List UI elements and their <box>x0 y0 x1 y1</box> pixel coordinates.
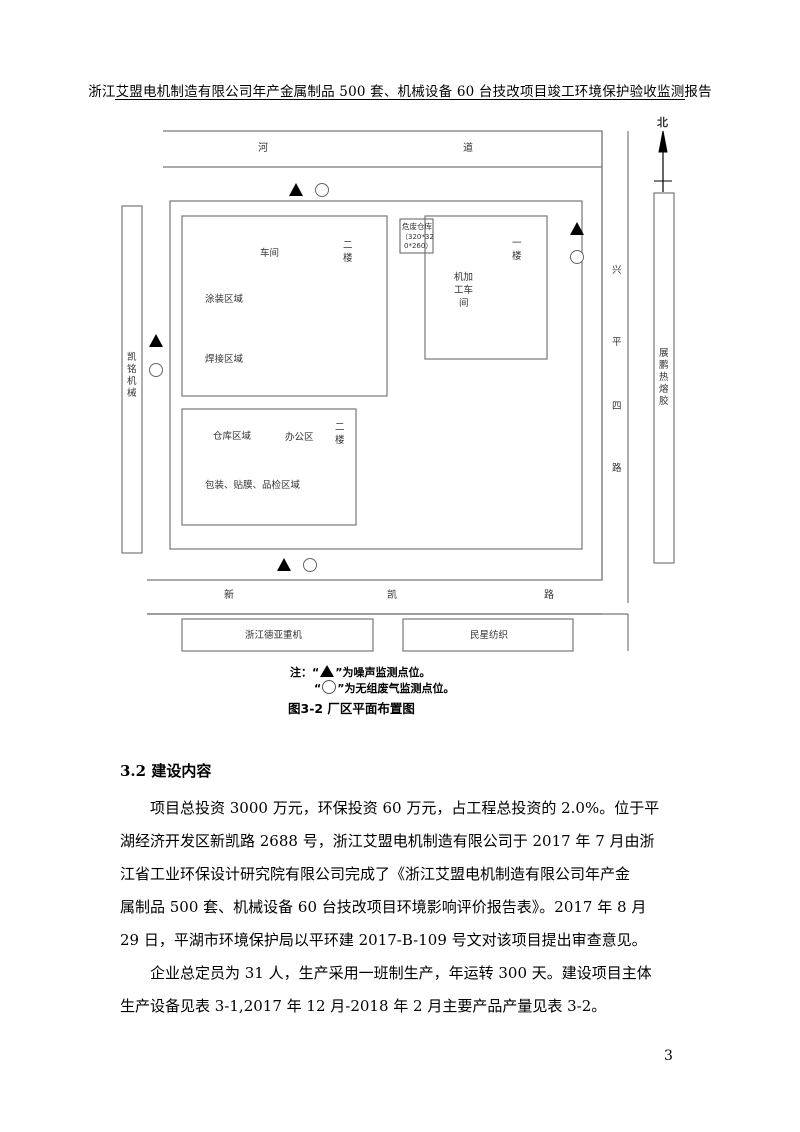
noise-triangle-icon <box>319 665 335 679</box>
paragraph-line: 生产设备见表 3-1,2017 年 12 月-2018 年 2 月主要产品产量见… <box>120 997 607 1015</box>
xinkai-road-label-1: 新 <box>224 588 234 601</box>
legend-noise: 注：“”为噪声监测点位。 <box>290 665 431 679</box>
paragraph-investment: 项目总投资 3000 万元，环保投资 60 万元，占工程总投资的 2.0%。位于… <box>120 792 682 957</box>
factory-boundary <box>169 200 583 550</box>
zhanpeng-char-2: 鹏 <box>659 359 669 371</box>
zhanpeng-char-5: 胶 <box>659 395 669 407</box>
kaiming-char-1: 凯 <box>127 351 137 363</box>
paragraph-line: 29 日，平湖市环境保护局以平环建 2017-B-109 号文对该项目提出审查意… <box>120 931 647 949</box>
zhanpeng-char-1: 展 <box>659 348 669 359</box>
xinkai-road-label-3: 路 <box>544 588 554 601</box>
xingping-road-label: 兴 平 四 路 <box>612 265 625 474</box>
figure-caption: 图3-2 厂区平面布置图 <box>288 701 415 716</box>
kaiming-label: 凯 铭 机 械 <box>127 351 140 399</box>
coating-area-label: 涂装区域 <box>205 293 244 305</box>
zhanpeng-building <box>653 192 675 564</box>
welding-area-label: 焊接区域 <box>205 353 244 365</box>
floor-one-char-2: 楼 <box>512 250 522 262</box>
floor-two-a-char-2: 楼 <box>343 252 353 264</box>
north-arrow <box>654 130 672 192</box>
legend-prefix: 注： <box>290 666 312 679</box>
hazardous-size-2: 0*260） <box>404 242 432 250</box>
floor-two-b-char-2: 楼 <box>335 434 345 446</box>
minxing-building <box>402 618 574 652</box>
xingping-char-2: 平 <box>612 337 622 348</box>
floor-two-a-label: 二 楼 <box>343 240 356 264</box>
machining-line-3: 间 <box>459 297 469 309</box>
packaging-area-label: 包装、贴膜、品检区域 <box>205 479 301 491</box>
legend-gas-text: 为无组废气监测点位。 <box>344 682 455 695</box>
paragraph-staff: 企业总定员为 31 人，生产采用一班制生产，年运转 300 天。建设项目主体 生… <box>120 957 682 1023</box>
gas-point-west <box>149 363 163 377</box>
noise-point-east <box>570 222 584 235</box>
deya-building <box>181 618 374 652</box>
office-area-label: 办公区 <box>285 431 314 443</box>
xinkai-road-label-2: 凯 <box>387 588 397 601</box>
workshop-label: 车间 <box>260 247 279 259</box>
floor-two-b-char-1: 二 <box>335 422 345 433</box>
machining-workshop-label: 机加 工车 间 <box>454 271 476 309</box>
paragraph-line: 江省工业环保设计研究院有限公司完成了《浙江艾盟电机制造有限公司年产金 <box>120 865 631 883</box>
hazardous-size-1: （320*32 <box>401 233 434 241</box>
xingping-char-4: 路 <box>612 462 622 474</box>
gas-point-east <box>570 250 584 264</box>
river-label-2: 道 <box>463 141 473 154</box>
zhanpeng-char-4: 熔 <box>659 383 669 395</box>
noise-point-west <box>149 334 163 347</box>
gas-point-south <box>303 558 317 572</box>
floor-one-label: 一 楼 <box>512 238 525 262</box>
hazardous-storage-box <box>399 218 434 254</box>
legend-gas: “”为无组废气监测点位。 <box>314 680 455 695</box>
noise-point-north <box>289 183 303 196</box>
minxing-label: 民星纺织 <box>470 629 508 641</box>
river-label-1: 河 <box>258 142 268 154</box>
floor-one-char-1: 一 <box>512 238 522 249</box>
kaiming-char-3: 机 <box>127 375 137 387</box>
site-plan-figure: 北 河 道 车间 二 楼 涂装区域 焊接区域 危废仓库 （320*32 0*26… <box>121 115 675 652</box>
north-label: 北 <box>657 115 668 129</box>
floor-two-a-char-1: 二 <box>343 240 353 251</box>
gas-point-north <box>315 183 329 197</box>
paragraph-line: 湖经济开发区新凯路 2688 号，浙江艾盟电机制造有限公司于 2017 年 7 … <box>120 832 655 850</box>
xingping-char-3: 四 <box>612 401 622 412</box>
gas-circle-icon <box>321 680 337 695</box>
machining-building <box>424 215 548 360</box>
floor-two-b-label: 二 楼 <box>335 422 348 446</box>
legend-noise-text: 为噪声监测点位。 <box>342 666 431 679</box>
workshop-building <box>181 215 388 397</box>
document-header: 浙江艾盟电机制造有限公司年产金属制品 500 套、机械设备 60 台技改项目竣工… <box>88 84 712 100</box>
kaiming-char-2: 铭 <box>127 363 137 375</box>
paragraph-line: 项目总投资 3000 万元，环保投资 60 万元，占工程总投资的 2.0%。位于… <box>150 799 660 817</box>
kaiming-char-4: 械 <box>127 387 137 399</box>
machining-line-1: 机加 <box>454 271 473 283</box>
xingping-char-1: 兴 <box>612 265 622 276</box>
hazardous-storage-label: 危废仓库 <box>402 221 432 231</box>
paragraph-line: 属制品 500 套、机械设备 60 台技改项目环境影响评价报告表》。2017 年… <box>120 898 647 916</box>
header-rule <box>115 99 685 100</box>
office-building <box>181 408 357 526</box>
deya-label: 浙江德亚重机 <box>245 629 303 641</box>
monitoring-points <box>149 183 584 572</box>
machining-line-2: 工车 <box>454 284 473 296</box>
paragraph-line: 企业总定员为 31 人，生产采用一班制生产，年运转 300 天。建设项目主体 <box>150 964 652 982</box>
page-number: 3 <box>664 1048 673 1064</box>
section-heading: 3.2 建设内容 <box>120 762 212 780</box>
noise-point-south <box>277 558 291 571</box>
zhanpeng-char-3: 热 <box>659 371 669 383</box>
kaiming-building <box>121 205 143 554</box>
zhanpeng-label: 展 鹏 热 熔 胶 <box>659 348 672 407</box>
warehouse-area-label: 仓库区域 <box>213 430 252 442</box>
